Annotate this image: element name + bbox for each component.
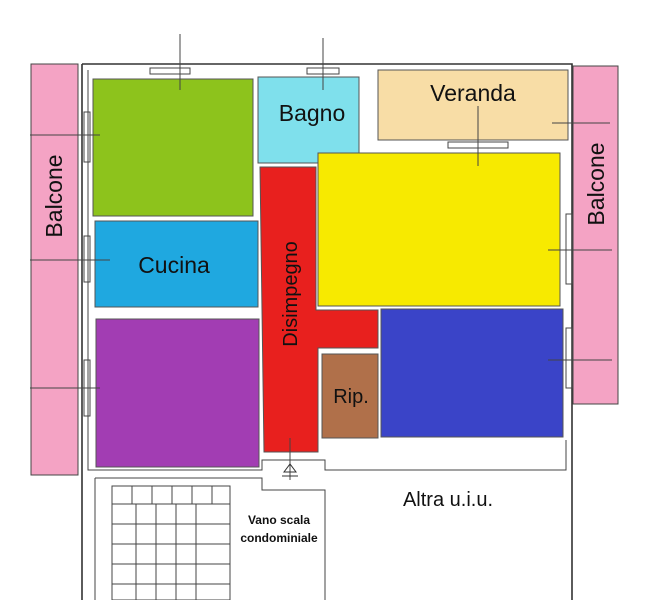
- bagno-label: Bagno: [279, 100, 346, 126]
- window-marks: [30, 34, 612, 480]
- cucina-label: Cucina: [138, 252, 210, 278]
- stair-label-bg: [234, 506, 322, 554]
- other-unit-label: Altra u.i.u.: [403, 489, 493, 511]
- balcone-left: [30, 63, 79, 476]
- room-purple: [95, 318, 260, 468]
- disimpegno-label: Disimpegno: [280, 241, 302, 347]
- balcone-right: [572, 65, 619, 405]
- stair-label-line1: Vano scala: [248, 513, 310, 527]
- stairwell: [94, 477, 326, 600]
- room-cucina: [94, 220, 259, 308]
- room-blue: [380, 308, 564, 438]
- room-yellow: [317, 152, 561, 307]
- balcone-right-label: Balcone: [583, 142, 609, 225]
- outer-wall: [81, 63, 573, 600]
- inner-wall-outline: [87, 70, 567, 471]
- entrance-arrow-icon: [282, 463, 298, 477]
- veranda-label: Veranda: [430, 80, 516, 106]
- balcone-left-label: Balcone: [41, 154, 67, 237]
- room-disimpegno: [259, 166, 379, 453]
- stair-label-line2: condominiale: [240, 531, 318, 545]
- room-green: [92, 78, 254, 217]
- room-rip: [321, 353, 379, 439]
- room-veranda: [377, 69, 569, 141]
- room-bagno: [257, 76, 360, 164]
- rip-label: Rip.: [333, 386, 369, 408]
